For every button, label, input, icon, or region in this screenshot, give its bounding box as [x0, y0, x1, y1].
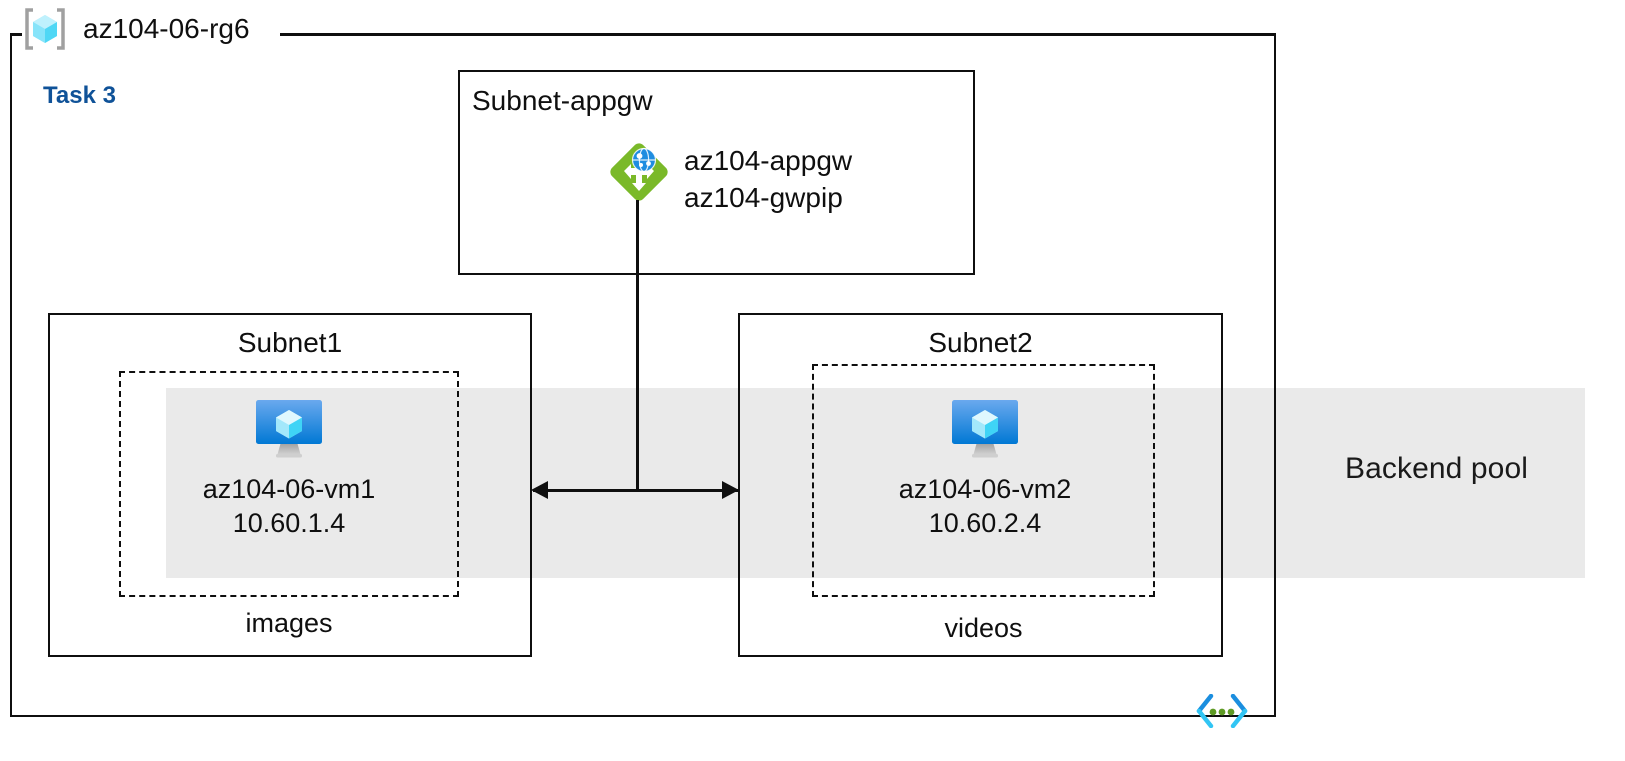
resource-group-frame — [10, 33, 1276, 717]
gwpip-name: az104-gwpip — [684, 182, 843, 213]
subnet2-vm-dashed-container — [812, 364, 1155, 597]
virtual-machine-icon — [948, 398, 1022, 460]
application-gateway-icon — [604, 137, 674, 207]
subnet-bidirectional-connector — [533, 489, 739, 492]
backend-pool-band — [166, 388, 1585, 578]
appgw-vertical-connector — [636, 200, 639, 490]
arrow-head-right-icon — [722, 481, 739, 499]
resource-group-border-top-right — [280, 33, 1276, 36]
subnet1-title: Subnet1 — [237, 327, 343, 358]
vm1-node: az104-06-vm1 10.60.1.4 — [166, 398, 412, 540]
vm1-ip: 10.60.1.4 — [232, 508, 346, 538]
subnet2-box — [738, 313, 1223, 657]
subnet2-title: Subnet2 — [928, 327, 1033, 358]
subnet1-vm-dashed-container — [119, 371, 459, 597]
azure-resource-group-icon — [22, 6, 68, 52]
vm2-ip: 10.60.2.4 — [928, 508, 1042, 538]
appgw-name: az104-appgw — [684, 145, 853, 176]
subnet1-box — [48, 313, 532, 657]
vm1-name: az104-06-vm1 — [202, 474, 376, 504]
subnet1-storage-label: images — [245, 608, 333, 638]
subnet-appgw-box — [458, 70, 975, 275]
task-label: Task 3 — [43, 82, 116, 109]
vm2-node: az104-06-vm2 10.60.2.4 — [862, 398, 1108, 540]
arrow-head-left-icon — [531, 481, 548, 499]
backend-pool-label: Backend pool — [1345, 452, 1529, 485]
subnet-appgw-title: Subnet-appgw — [472, 85, 653, 116]
appgw-resource-labels: az104-appgw az104-gwpip — [684, 142, 852, 216]
resource-group-title: az104-06-rg6 — [83, 13, 250, 44]
template-code-brackets-icon — [1196, 693, 1248, 729]
subnet2-storage-label: videos — [944, 613, 1023, 643]
vm2-name: az104-06-vm2 — [898, 474, 1072, 504]
resource-group-border-top-left — [10, 33, 22, 36]
virtual-machine-icon — [252, 398, 326, 460]
